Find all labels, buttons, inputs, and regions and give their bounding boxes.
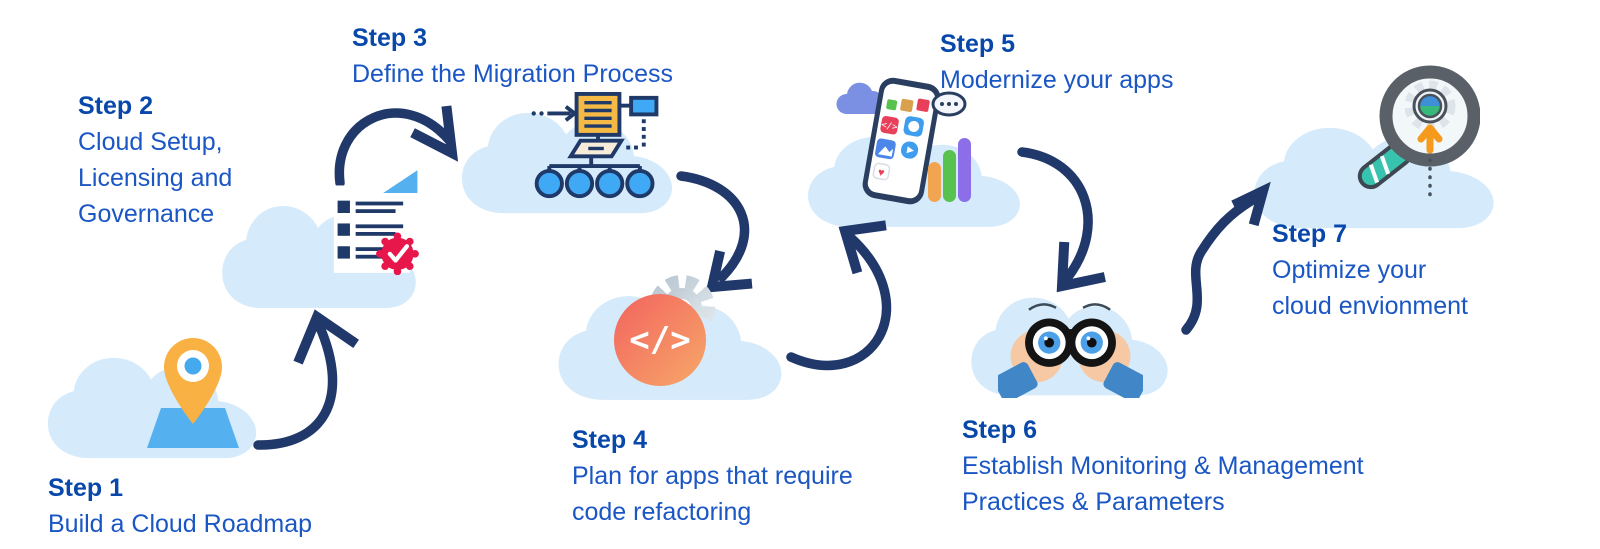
step-2-label: Step 2 [78, 92, 154, 120]
step-3-label: Step 3 [352, 24, 428, 52]
bar-chart-icon [928, 138, 971, 202]
svg-text:</>: </> [629, 320, 690, 360]
step-6-label: Step 6 [962, 416, 1038, 444]
step-2-text: Step 2 Cloud Setup, Licensing and Govern… [78, 88, 232, 232]
verified-badge-icon [376, 232, 419, 275]
step-1-text: Step 1 Build a Cloud Roadmap [48, 470, 312, 542]
step-4-label: Step 4 [572, 426, 648, 454]
step-4-text: Step 4 Plan for apps that require code r… [572, 422, 853, 530]
step-5-description: Modernize your apps [940, 66, 1174, 94]
arrow-step3-to-step4 [676, 171, 753, 293]
checklist-badge-icon [333, 170, 419, 275]
svg-text:</>: </> [880, 120, 898, 133]
step-2-description: Cloud Setup, [78, 128, 223, 156]
step-6-text: Step 6 Establish Monitoring & Management… [962, 412, 1364, 520]
step-5-label: Step 5 [940, 30, 1016, 58]
step-7-label: Step 7 [1272, 220, 1348, 248]
step-1-description: Build a Cloud Roadmap [48, 510, 313, 538]
step-7-text: Step 7 Optimize your cloud envionment [1272, 216, 1468, 324]
flowchart-icon [531, 92, 659, 199]
map-pin-roadmap-icon [147, 338, 239, 448]
step-7-description: Optimize your [1272, 256, 1427, 284]
step-1-label: Step 1 [48, 474, 124, 502]
smartphone-apps-icon: </> ♥ [836, 77, 971, 205]
arrow-step2-to-step3 [334, 105, 459, 188]
mini-cloud-icon [836, 82, 886, 114]
svg-text:♥: ♥ [877, 167, 886, 180]
step-6-description: Establish Monitoring & Management [962, 452, 1364, 480]
binoculars-icon [998, 303, 1143, 398]
arrow-step4-to-step5 [786, 220, 892, 371]
up-arrow-icon [1417, 124, 1443, 154]
code-gear-icon: </> [614, 275, 715, 386]
arrow-step5-to-step6 [1017, 147, 1106, 293]
step-3-text: Step 3 Define the Migration Process [352, 20, 673, 92]
step-3-description: Define the Migration Process [352, 60, 673, 88]
magnifier-gear-icon [1357, 65, 1480, 200]
arrow-step1-to-step2 [253, 309, 359, 450]
step-5-text: Step 5 Modernize your apps [940, 26, 1173, 98]
arrow-step6-to-step7 [1181, 181, 1271, 335]
step-4-description: Plan for apps that require [572, 462, 853, 490]
